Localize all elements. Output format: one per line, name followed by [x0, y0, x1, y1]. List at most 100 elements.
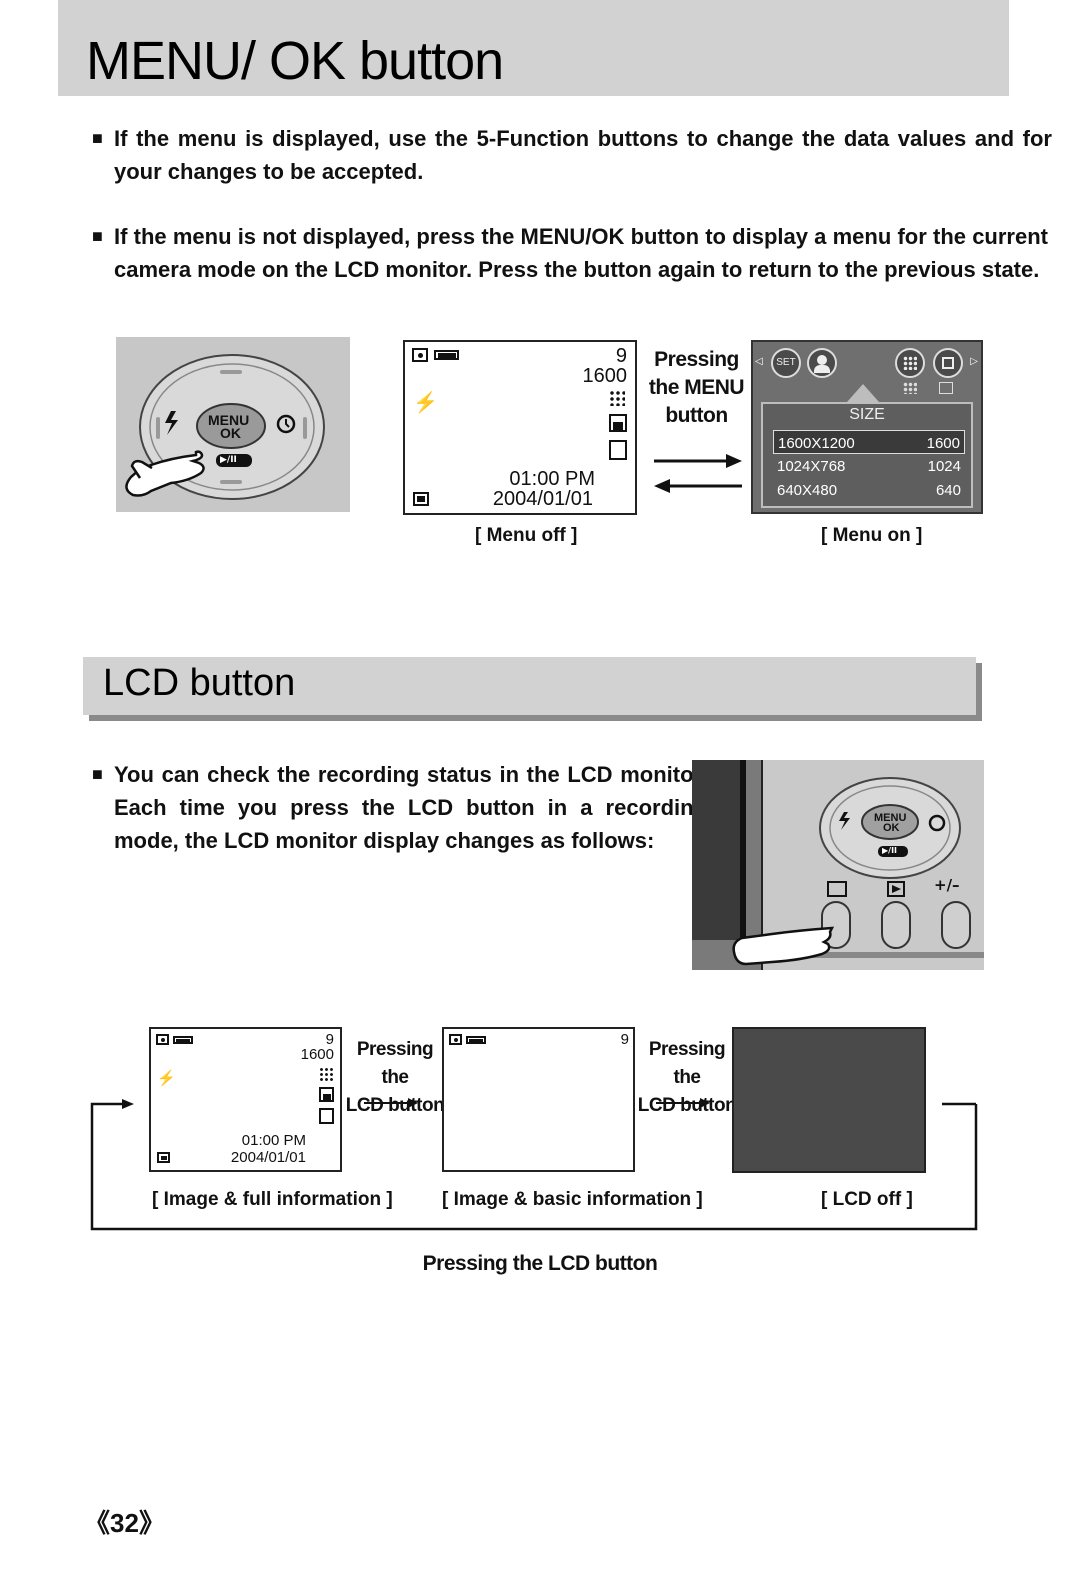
battery-icon	[466, 1036, 486, 1044]
menu-button-label: MENU	[208, 412, 250, 428]
shots-remaining: 9	[325, 1031, 334, 1048]
arrow-right-head	[726, 454, 742, 468]
pressing-menu-line: the MENU	[648, 376, 745, 399]
caption-menu-off: [ Menu off ]	[475, 525, 578, 546]
battery-icon	[173, 1036, 193, 1044]
menu-button-label: MENU	[874, 812, 907, 824]
quality-icon	[609, 390, 625, 406]
pressing-lcd-label-1: Pressing the LCD button	[344, 1036, 446, 1120]
pressing-menu-line: Pressing	[654, 348, 739, 371]
size-option-label: 1024X768	[777, 458, 846, 475]
arrow-left-head	[654, 479, 670, 493]
camera-mode-icon	[412, 348, 428, 362]
pressing-lcd-line: LCD button	[637, 1095, 737, 1116]
flash-auto-icon: ⚡	[413, 392, 438, 414]
size-option-row[interactable]: 1600X1200 1600	[773, 430, 965, 454]
right-arrow-icon: ▷	[970, 356, 978, 367]
submenu-heading: SIZE	[763, 404, 971, 426]
lcd-screen-full-info: 9 1600 ⚡ 01:00 PM 2004/01/01	[149, 1027, 342, 1172]
camera-back-photo: MENU OK ▶/II +/–	[692, 760, 984, 970]
metering-icon	[319, 1087, 334, 1102]
size-submenu: SIZE	[761, 402, 973, 508]
pressing-menu-label: Pressing the MENU button	[645, 346, 748, 430]
loop-bracket	[90, 1099, 978, 1231]
time-display: 01:00 PM	[241, 1132, 306, 1149]
lcd-screen-off	[732, 1027, 926, 1173]
pressing-lcd-line: Pressing the	[648, 1039, 726, 1088]
camera-back-illustration	[692, 760, 984, 970]
paragraph-text: If the menu is not displayed, press the …	[114, 224, 1048, 282]
caption-basic-info: [ Image & basic information ]	[442, 1189, 703, 1210]
size-small-icon	[939, 382, 953, 394]
caption-lcd-off: [ LCD off ]	[821, 1189, 913, 1210]
bullet-icon: ■	[92, 128, 103, 148]
paragraph-1: ■ If the menu is displayed, use the 5-Fu…	[92, 122, 1052, 188]
storage-icon	[413, 492, 429, 506]
left-arrow-icon: ◁	[755, 356, 763, 367]
storage-icon	[157, 1152, 170, 1163]
play-pause-button-label: ▶/II	[882, 846, 898, 855]
pressing-menu-line: button	[665, 404, 728, 427]
image-size-value: 1600	[582, 365, 628, 387]
caption-menu-on: [ Menu on ]	[821, 525, 923, 546]
shots-remaining: 9	[615, 345, 627, 367]
size-option-label: 640X480	[777, 482, 838, 499]
play-pause-button-label: ▶/II	[220, 455, 237, 465]
image-size-value: 1600	[300, 1046, 334, 1063]
bullet-icon: ■	[92, 764, 103, 784]
lcd-screen-menu-on: ◁ SET ▷ SIZE 1600X1200 1600 1024X768 102…	[751, 340, 983, 514]
size-option-row[interactable]: 640X480 640	[773, 478, 965, 502]
flash-auto-icon: ⚡	[157, 1070, 176, 1087]
date-display: 2004/01/01	[230, 1149, 306, 1166]
size-tab-icon	[933, 348, 963, 378]
page-number: 《32》	[84, 1503, 165, 1540]
camera-dial-illustration	[125, 354, 325, 500]
time-display: 01:00 PM	[509, 468, 595, 490]
quality-tab-icon	[895, 348, 925, 378]
memory-card-icon	[319, 1108, 334, 1124]
set-tab-icon: SET	[771, 348, 801, 378]
section-header-menu-ok: MENU/ OK button	[58, 0, 1009, 96]
loop-label: Pressing the LCD button	[422, 1252, 658, 1275]
camera-dial-photo: MENU OK ▶/II	[116, 337, 350, 512]
battery-icon	[434, 350, 459, 360]
size-option-value: 640	[935, 482, 961, 499]
scene-tab-icon	[807, 348, 837, 378]
quality-icon	[319, 1067, 333, 1081]
bullet-icon: ■	[92, 226, 103, 246]
page-number-value: 32	[110, 1508, 139, 1538]
arrow-right-icon	[364, 1098, 418, 1108]
paragraph-text: You can check the recording status in th…	[114, 762, 707, 853]
caption-full-info: [ Image & full information ]	[152, 1189, 393, 1210]
size-option-row[interactable]: 1024X768 1024	[773, 454, 965, 478]
quality-small-icon	[903, 382, 917, 394]
ok-button-label: OK	[883, 822, 900, 834]
lcd-screen-basic-info: 9	[442, 1027, 635, 1172]
paragraph-2: ■ If the menu is not displayed, press th…	[92, 220, 1048, 286]
metering-icon	[609, 414, 627, 432]
shots-remaining: 9	[620, 1031, 629, 1048]
toggle-arrows	[654, 454, 742, 493]
memory-card-icon	[609, 440, 627, 460]
camera-mode-icon	[156, 1034, 169, 1045]
section-header-lcd: LCD button	[83, 657, 976, 715]
section-title: MENU/ OK button	[86, 31, 504, 91]
tab-pointer-icon	[847, 384, 879, 402]
arrow-right-icon	[656, 1098, 710, 1108]
paragraph-lcd: ■ You can check the recording status in …	[92, 758, 707, 857]
size-option-label: 1600X1200	[778, 435, 855, 452]
lcd-screen-menu-off: 9 1600 ⚡ 01:00 PM 2004/01/01	[403, 340, 637, 515]
pressing-lcd-label-2: Pressing the LCD button	[636, 1036, 738, 1120]
paragraph-text: If the menu is displayed, use the 5-Func…	[114, 126, 1052, 184]
ev-delete-button-label: +/–	[934, 876, 960, 894]
camera-mode-icon	[449, 1034, 462, 1045]
page-number-bracket-right: 》	[138, 1508, 165, 1538]
section-title: LCD button	[103, 662, 296, 704]
size-option-value: 1024	[927, 458, 961, 475]
pressing-lcd-line: LCD button	[345, 1095, 445, 1116]
page-number-bracket-left: 《	[84, 1508, 111, 1538]
pressing-lcd-line: Pressing the	[356, 1039, 434, 1088]
size-option-value: 1600	[926, 435, 960, 452]
date-display: 2004/01/01	[492, 488, 593, 510]
ok-button-label: OK	[220, 425, 241, 441]
